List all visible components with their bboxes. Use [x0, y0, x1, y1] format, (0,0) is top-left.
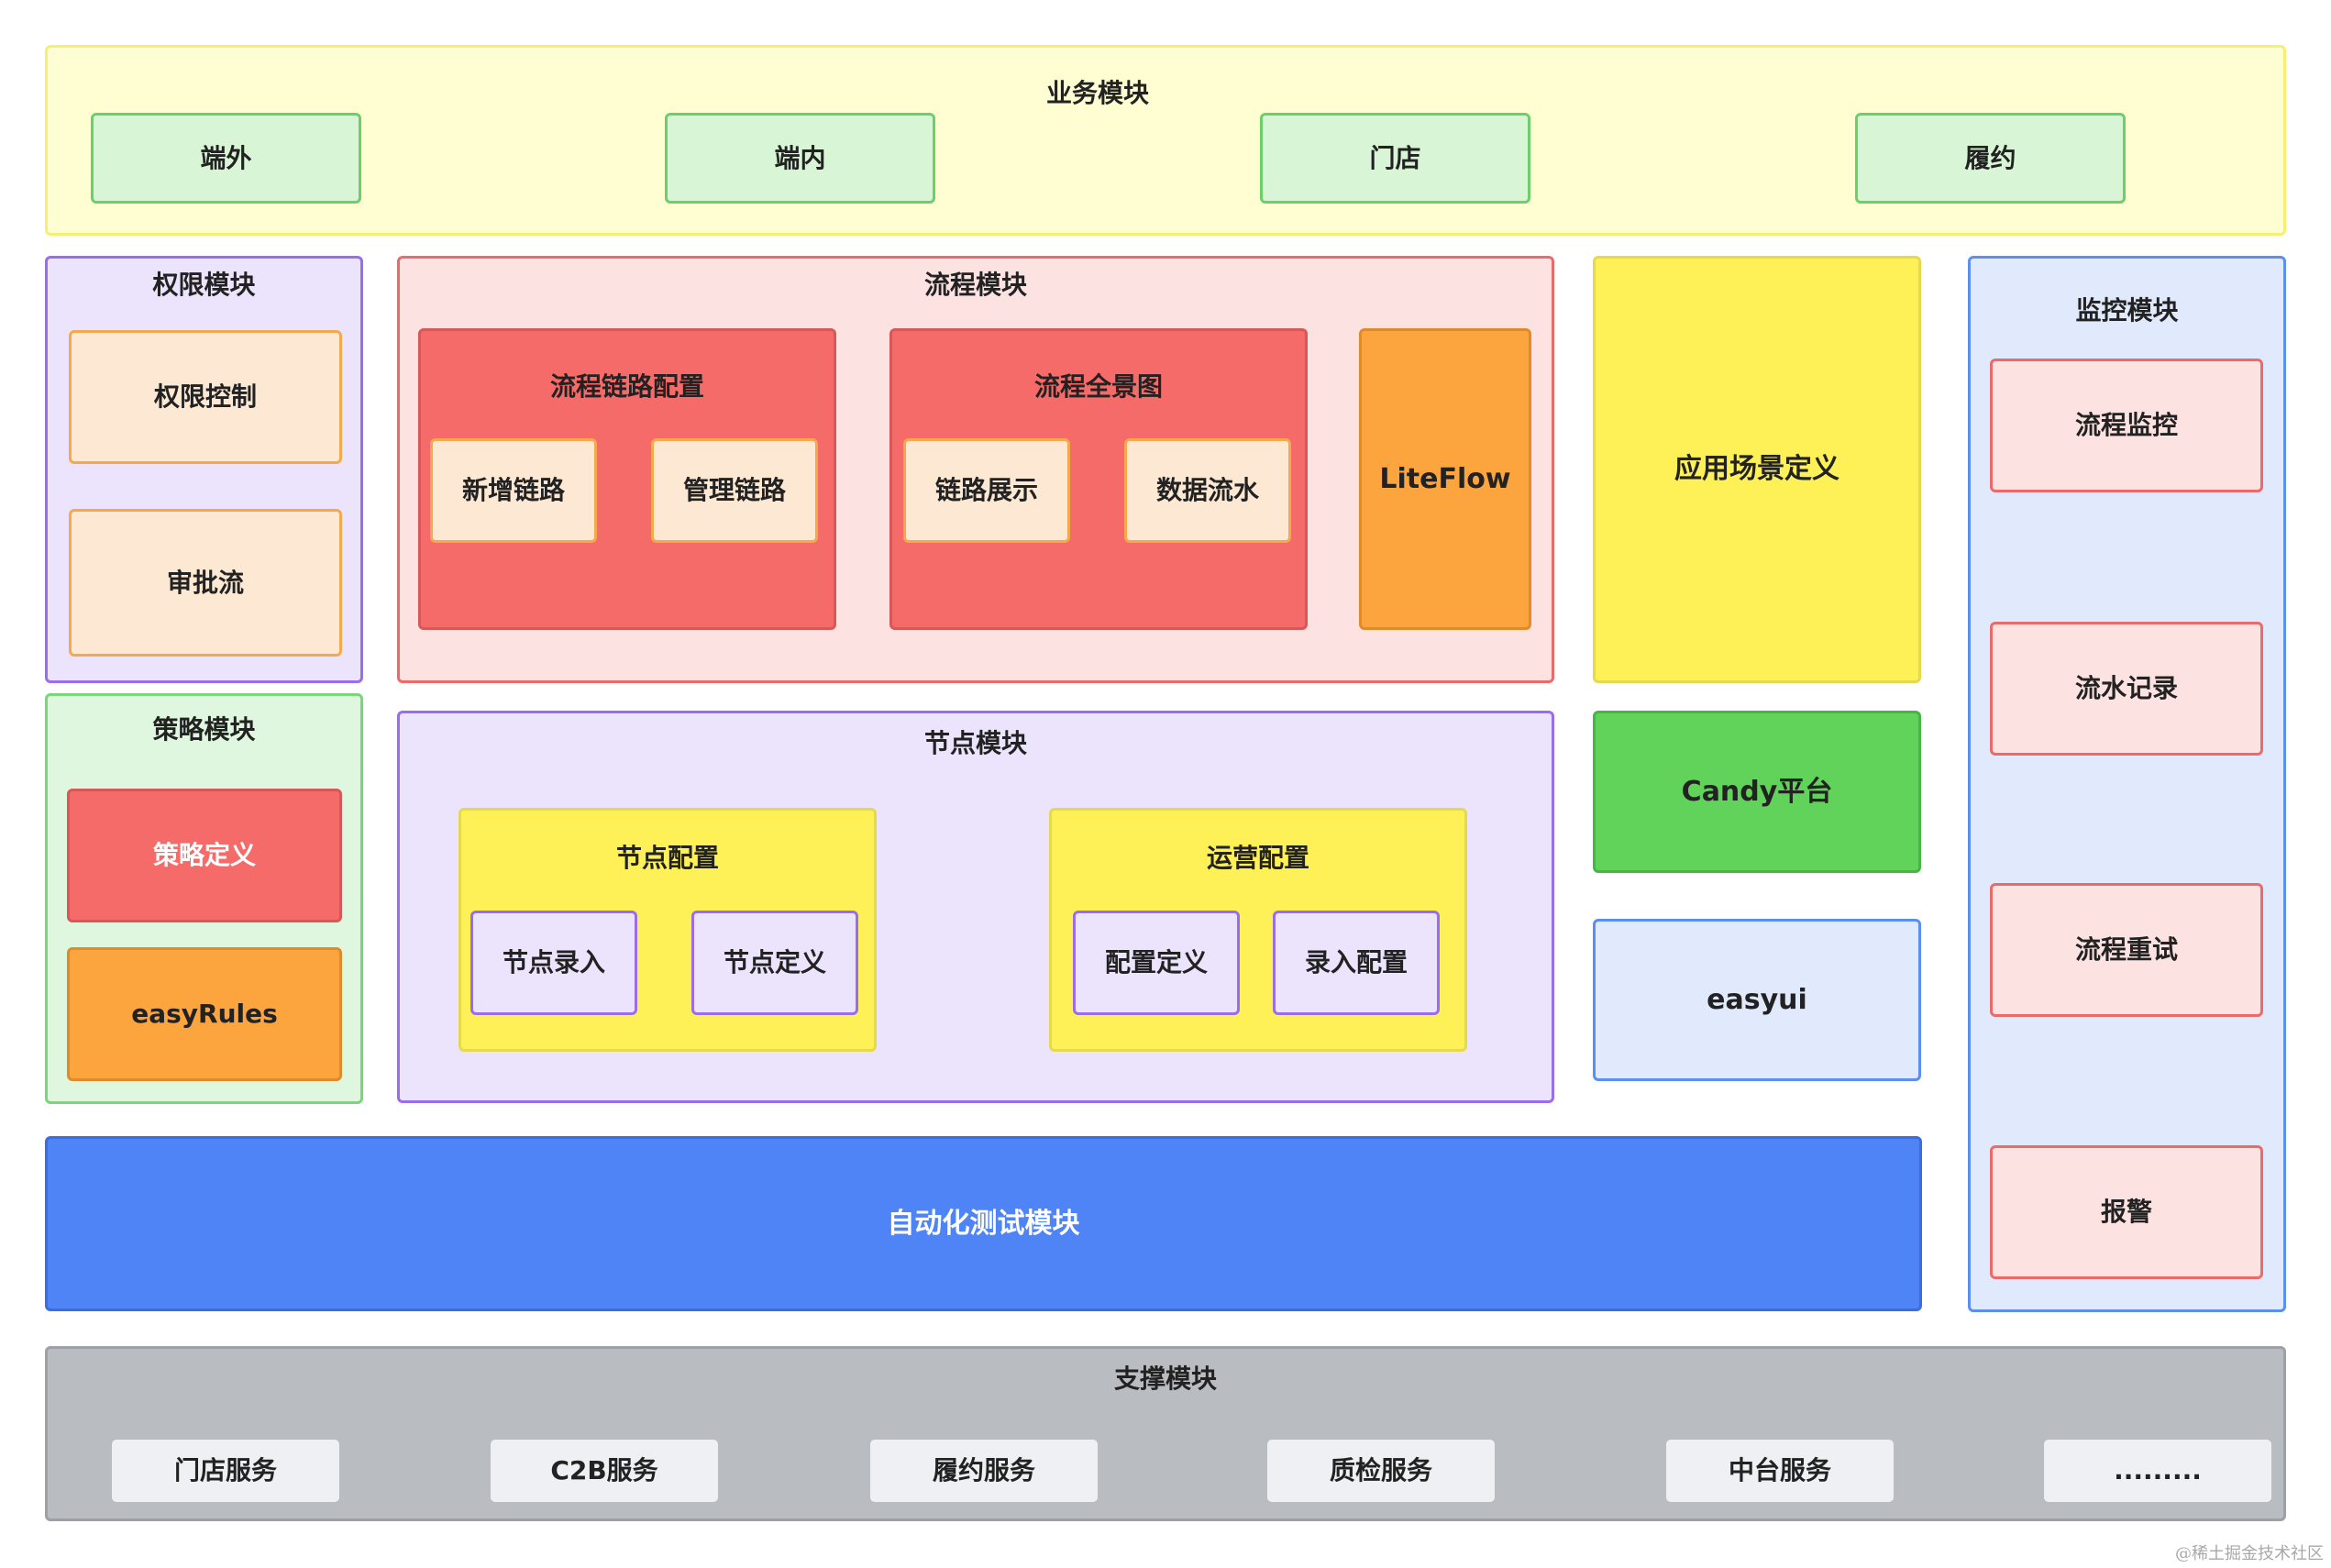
panorama-group: 流程全景图 链路展示 数据流水: [889, 328, 1308, 630]
panorama-title: 流程全景图: [1033, 371, 1163, 402]
node-module: 节点模块 节点配置 节点录入 节点定义 运营配置 配置定义 录入配置: [397, 711, 1554, 1103]
liteflow-box: LiteFlow: [1359, 328, 1531, 630]
process-module-title: 流程模块: [923, 270, 1027, 300]
business-item-external: 端外: [91, 113, 361, 204]
data-flow-box: 数据流水: [1124, 438, 1291, 543]
entry-config-box: 录入配置: [1273, 911, 1440, 1015]
business-module-title: 业务模块: [1045, 78, 1149, 108]
support-service-item: 中台服务: [1666, 1440, 1894, 1502]
watermark: @稀土掘金技术社区: [2175, 1544, 2324, 1563]
add-chain-box: 新增链路: [430, 438, 597, 543]
autotest-module: 自动化测试模块: [45, 1136, 1922, 1311]
strategy-module-title: 策略模块: [152, 714, 256, 745]
node-config-title: 节点配置: [615, 843, 719, 873]
chain-config-title: 流程链路配置: [549, 371, 704, 402]
node-entry-box: 节点录入: [470, 911, 637, 1015]
config-definition-box: 配置定义: [1073, 911, 1240, 1015]
ops-config-group: 运营配置 配置定义 录入配置: [1049, 808, 1467, 1052]
support-service-item-more: .........: [2044, 1440, 2271, 1502]
chain-display-box: 链路展示: [903, 438, 1070, 543]
easyrules-box: easyRules: [67, 947, 342, 1081]
support-service-item: C2B服务: [491, 1440, 718, 1502]
monitor-module: 监控模块 流程监控 流水记录 流程重试 报警: [1968, 256, 2286, 1312]
chain-config-group: 流程链路配置 新增链路 管理链路: [418, 328, 836, 630]
permission-module: 权限模块 权限控制 审批流: [45, 256, 363, 683]
permission-control-box: 权限控制: [69, 330, 342, 464]
support-module-title: 支撑模块: [1113, 1364, 1217, 1394]
flow-record-box: 流水记录: [1990, 622, 2263, 756]
manage-chain-box: 管理链路: [651, 438, 818, 543]
easyui-box: easyui: [1593, 919, 1921, 1081]
scenario-definition-box: 应用场景定义: [1593, 256, 1921, 683]
approval-flow-box: 审批流: [69, 509, 342, 657]
business-item-fulfillment: 履约: [1855, 113, 2126, 204]
node-module-title: 节点模块: [923, 728, 1027, 758]
support-service-item: 质检服务: [1267, 1440, 1495, 1502]
candy-platform-box: Candy平台: [1593, 711, 1921, 873]
ops-config-title: 运营配置: [1206, 843, 1309, 873]
process-module: 流程模块 流程链路配置 新增链路 管理链路 流程全景图 链路展示 数据流水 Li…: [397, 256, 1554, 683]
business-item-store: 门店: [1260, 113, 1530, 204]
process-monitor-box: 流程监控: [1990, 359, 2263, 492]
alarm-box: 报警: [1990, 1145, 2263, 1279]
support-service-item: 门店服务: [112, 1440, 339, 1502]
node-config-group: 节点配置 节点录入 节点定义: [458, 808, 877, 1052]
support-service-item: 履约服务: [870, 1440, 1098, 1502]
business-module: 业务模块 端外 端内 门店 履约: [45, 45, 2286, 236]
monitor-module-title: 监控模块: [2075, 295, 2179, 326]
support-module: 支撑模块 门店服务 C2B服务 履约服务 质检服务 中台服务 .........: [45, 1346, 2286, 1521]
strategy-module: 策略模块 策略定义 easyRules: [45, 693, 363, 1104]
business-item-internal: 端内: [665, 113, 935, 204]
node-definition-box: 节点定义: [691, 911, 858, 1015]
strategy-definition-box: 策略定义: [67, 789, 342, 922]
process-retry-box: 流程重试: [1990, 883, 2263, 1017]
permission-module-title: 权限模块: [152, 270, 256, 300]
